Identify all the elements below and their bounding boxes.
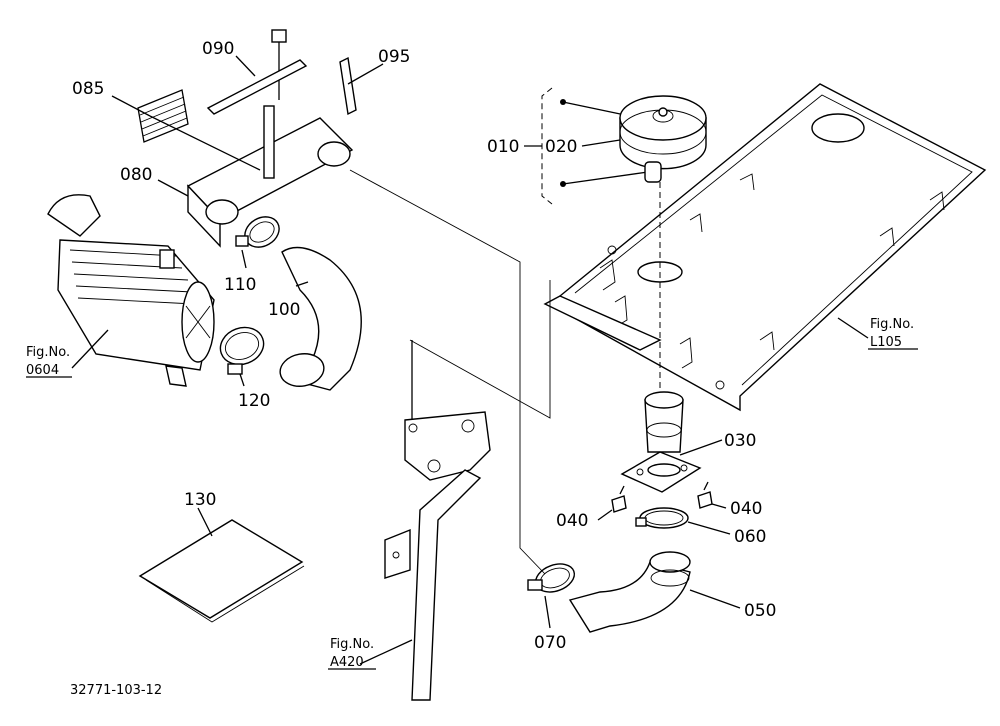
clamp-060 bbox=[635, 507, 731, 535]
label-085: 085 bbox=[72, 79, 104, 99]
label-040-left: 040 bbox=[556, 511, 588, 531]
figref-l105-line1: Fig.No. bbox=[870, 317, 914, 332]
routing-line-box bbox=[409, 280, 551, 419]
bolt-040-right bbox=[697, 481, 727, 509]
label-070: 070 bbox=[534, 633, 566, 653]
label-120: 120 bbox=[238, 391, 270, 411]
air-cleaner bbox=[47, 194, 215, 387]
hose-100 bbox=[279, 246, 362, 391]
bolt-040-left bbox=[597, 485, 627, 521]
figref-a420-line1: Fig.No. bbox=[330, 637, 374, 652]
figref-a420-line2: A420 bbox=[330, 655, 364, 670]
bar-090 bbox=[206, 55, 308, 115]
manual-130 bbox=[138, 507, 305, 623]
label-030: 030 bbox=[724, 431, 756, 451]
leader-l105 bbox=[837, 317, 869, 339]
hose-050 bbox=[568, 551, 741, 633]
figref-0604-line1: Fig.No. bbox=[26, 345, 70, 360]
figref-0604-line2: 0604 bbox=[26, 363, 59, 378]
bracket-a420 bbox=[359, 340, 491, 701]
label-110: 110 bbox=[224, 275, 256, 295]
label-130: 130 bbox=[184, 490, 216, 510]
label-060: 060 bbox=[734, 527, 766, 547]
strip-095 bbox=[339, 56, 384, 116]
precleaner-020 bbox=[581, 95, 707, 183]
clamp-110 bbox=[235, 216, 280, 269]
label-090: 090 bbox=[202, 39, 234, 59]
bracket-010 bbox=[524, 87, 649, 205]
frame-plate bbox=[543, 83, 987, 412]
label-040-right: 040 bbox=[730, 499, 762, 519]
label-050: 050 bbox=[744, 601, 776, 621]
bracket-tube-080 bbox=[149, 105, 354, 248]
figref-l105-line2: L105 bbox=[870, 335, 902, 350]
intake-pipe-030 bbox=[620, 391, 723, 493]
clamp-120 bbox=[219, 326, 265, 387]
label-010: 010 bbox=[487, 137, 519, 157]
label-020: 020 bbox=[545, 137, 577, 157]
bolt-top bbox=[271, 29, 287, 100]
drawing-number: 32771-103-12 bbox=[70, 683, 162, 698]
label-095: 095 bbox=[378, 47, 410, 67]
label-080: 080 bbox=[120, 165, 152, 185]
routing-line-070 bbox=[349, 169, 546, 575]
label-100: 100 bbox=[268, 300, 300, 320]
clamp-070 bbox=[527, 563, 576, 629]
